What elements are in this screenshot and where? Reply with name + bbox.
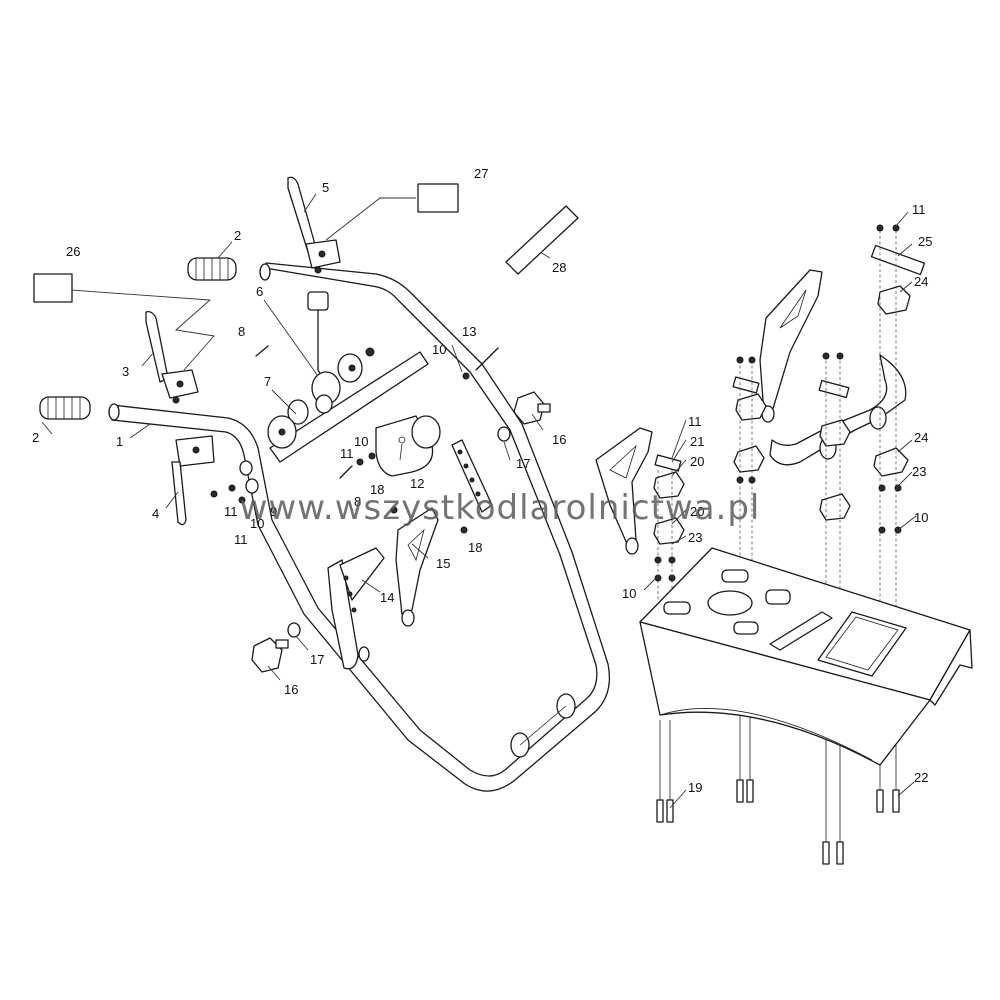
callout-10: 10 <box>914 510 928 525</box>
bracket-14 <box>327 547 385 670</box>
control-panel-housing <box>639 547 973 766</box>
nuts-right <box>654 224 902 582</box>
lever-4 <box>171 435 215 526</box>
callout-8: 8 <box>238 324 245 339</box>
callout-19: 19 <box>688 780 702 795</box>
knob-16-lower <box>251 637 289 673</box>
callout-26: 26 <box>66 244 80 259</box>
grip-lower <box>39 396 91 420</box>
right-side-bracket <box>595 427 653 555</box>
callout-10: 10 <box>250 516 264 531</box>
lever-5 <box>287 176 341 274</box>
callout-6: 6 <box>256 284 263 299</box>
control-cable-assembly <box>267 291 375 449</box>
callout-15: 15 <box>436 556 450 571</box>
callout-8: 8 <box>354 494 361 509</box>
callout-24: 24 <box>914 274 928 289</box>
callout-20: 20 <box>690 454 704 469</box>
callout-20: 20 <box>690 504 704 519</box>
callout-11: 11 <box>234 532 248 547</box>
callout-12: 12 <box>410 476 424 491</box>
callout-7: 7 <box>264 374 271 389</box>
callout-23: 23 <box>912 464 926 479</box>
right-lever-arm <box>759 269 823 423</box>
callout-4: 4 <box>152 506 159 521</box>
callout-11: 11 <box>340 446 354 461</box>
callout-16: 16 <box>552 432 566 447</box>
bolts <box>656 779 900 865</box>
tube-28 <box>505 205 579 275</box>
callout-22: 22 <box>914 770 928 785</box>
bracket-15 <box>395 507 439 627</box>
callout-24: 24 <box>914 430 928 445</box>
callout-2: 2 <box>32 430 39 445</box>
callout-5: 5 <box>322 180 329 195</box>
callout-13: 13 <box>462 324 476 339</box>
hardware-small <box>210 345 499 534</box>
callout-11: 11 <box>688 414 702 429</box>
callout-10: 10 <box>432 342 446 357</box>
callout-numbers: 1 2 2 3 4 5 6 7 8 8 9 10 10 10 10 10 11 … <box>32 166 932 795</box>
callout-1: 1 <box>116 434 123 449</box>
washer-17-upper <box>497 426 511 442</box>
callout-11: 11 <box>224 504 238 519</box>
curved-bar <box>769 354 907 466</box>
grip-upper <box>187 257 237 281</box>
callout-11: 11 <box>912 202 926 217</box>
knob-16-upper <box>513 391 551 425</box>
callout-18: 18 <box>468 540 482 555</box>
callout-21: 21 <box>690 434 704 449</box>
lever-3 <box>145 310 199 404</box>
callout-2: 2 <box>234 228 241 243</box>
part-box-26 <box>33 273 73 303</box>
callout-9: 9 <box>270 504 277 519</box>
leader-lines <box>41 193 917 809</box>
washer-17-lower <box>287 622 301 638</box>
callout-28: 28 <box>552 260 566 275</box>
callout-16: 16 <box>284 682 298 697</box>
callout-17: 17 <box>310 652 324 667</box>
callout-14: 14 <box>380 590 394 605</box>
callout-27: 27 <box>474 166 488 181</box>
clamp-blocks <box>653 244 926 545</box>
handlebar-frame <box>108 262 611 792</box>
headlight <box>375 415 441 477</box>
callout-23: 23 <box>688 530 702 545</box>
callout-10: 10 <box>354 434 368 449</box>
assembly-axes <box>657 225 897 860</box>
callout-17: 17 <box>516 456 530 471</box>
callout-18: 18 <box>370 482 384 497</box>
callout-3: 3 <box>122 364 129 379</box>
callout-10: 10 <box>622 586 636 601</box>
callout-25: 25 <box>918 234 932 249</box>
part-box-27 <box>417 183 459 213</box>
